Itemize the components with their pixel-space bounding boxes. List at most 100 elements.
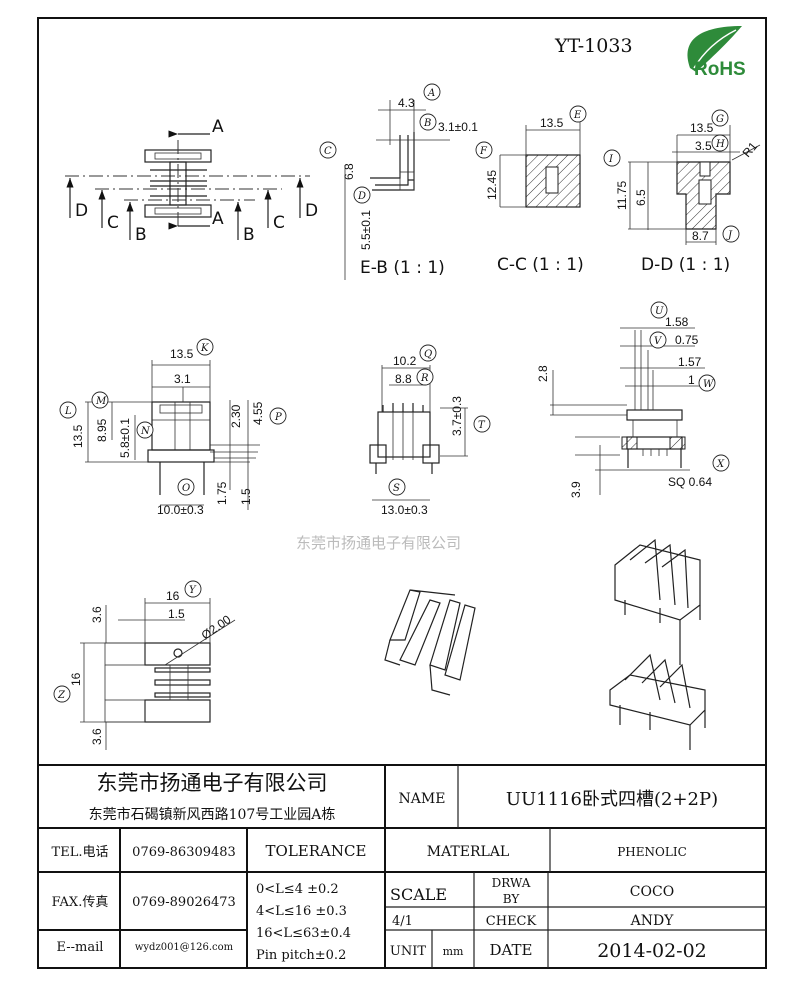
callout-a: A bbox=[427, 88, 435, 99]
section-label-d: D bbox=[305, 201, 318, 221]
section-label-a: A bbox=[212, 117, 224, 137]
callout-k: K bbox=[200, 343, 209, 354]
name-label: NAME bbox=[399, 791, 446, 807]
callout-r: R bbox=[420, 373, 429, 384]
callout-m: M bbox=[95, 396, 107, 407]
dim-front-1.5: 1.5 bbox=[239, 488, 253, 505]
callout-c: C bbox=[324, 146, 332, 157]
section-eb-view: 4.3 3.1±0.1 6.8 5.5±0.1 A B C D E-B (1 :… bbox=[319, 83, 478, 280]
callout-f: F bbox=[479, 146, 488, 157]
dim-dd-6.5: 6.5 bbox=[634, 189, 648, 206]
tel-label: TEL.电话 bbox=[52, 845, 109, 860]
section-label-d: D bbox=[75, 201, 88, 221]
view-title-dd: D-D (1 : 1) bbox=[641, 255, 730, 275]
dim-right-1.57: 1.57 bbox=[678, 355, 702, 369]
callout-z: Z bbox=[57, 690, 66, 701]
callout-s: S bbox=[393, 483, 400, 494]
dim-side-10.2: 10.2 bbox=[393, 354, 417, 368]
tolerance-row: 16<L≤63±0.4 bbox=[256, 926, 351, 941]
material-value: PHENOLIC bbox=[617, 845, 687, 859]
tolerance-row: 4<L≤16 ±0.3 bbox=[256, 904, 347, 919]
fax-label: FAX.传真 bbox=[52, 895, 109, 910]
email-label: E--mail bbox=[57, 940, 104, 955]
part-name: UU1116卧式四槽(2+2P) bbox=[506, 789, 718, 810]
callout-t: T bbox=[478, 420, 486, 431]
callout-d: D bbox=[357, 191, 366, 202]
section-label-c: C bbox=[107, 213, 119, 233]
dim-right-3.9: 3.9 bbox=[569, 481, 583, 498]
date-value: 2014-02-02 bbox=[597, 940, 707, 962]
dim-front-13.5: 13.5 bbox=[170, 347, 194, 361]
dim-front-5.8: 5.8±0.1 bbox=[118, 418, 132, 458]
watermark: 东莞市扬通电子有限公司 bbox=[296, 534, 461, 552]
section-label-b: B bbox=[243, 225, 255, 245]
callout-h: H bbox=[715, 139, 725, 150]
dim-front-13.5-height: 13.5 bbox=[71, 424, 85, 448]
callout-y: Y bbox=[189, 585, 197, 596]
dim-top-3.6-upper: 3.6 bbox=[90, 606, 104, 623]
dim-dd-8.7: 8.7 bbox=[692, 229, 709, 243]
view-title-cc: C-C (1 : 1) bbox=[497, 255, 584, 275]
dim-side-8.8: 8.8 bbox=[395, 372, 412, 386]
callout-w: W bbox=[703, 379, 714, 390]
dim-dd-r1: R1 bbox=[740, 139, 761, 160]
dim-right-sq: SQ 0.64 bbox=[668, 475, 712, 489]
dim-front-2.30: 2.30 bbox=[229, 404, 243, 428]
dim-front-10.0: 10.0±0.3 bbox=[157, 503, 204, 517]
callout-l: L bbox=[64, 406, 72, 417]
dim-right-1.58: 1.58 bbox=[665, 315, 689, 329]
section-overview-view: A A D D C C B B bbox=[65, 117, 318, 245]
callout-x: X bbox=[716, 459, 725, 470]
callout-p: P bbox=[274, 412, 282, 423]
date-label: DATE bbox=[490, 941, 533, 959]
view-title-eb: E-B (1 : 1) bbox=[360, 258, 445, 278]
isometric-view-1 bbox=[384, 589, 476, 696]
email-value: wydz001@126.com bbox=[135, 942, 234, 953]
fax-value: 0769-89026473 bbox=[132, 895, 236, 910]
dim-dd-11.75: 11.75 bbox=[615, 181, 629, 210]
side-view: 10.2 8.8 3.7±0.3 13.0±0.3 Q R T S bbox=[369, 344, 491, 517]
material-label: MATERLAL bbox=[427, 844, 509, 860]
callout-o: O bbox=[182, 483, 190, 494]
callout-n: N bbox=[140, 426, 151, 437]
callout-u: U bbox=[655, 306, 664, 317]
part-number: YT-1033 bbox=[554, 35, 633, 57]
callout-g: G bbox=[716, 114, 724, 125]
section-dd-view: 13.5 3.5 R1 11.75 6.5 8.7 G H I J D-D (1… bbox=[603, 109, 761, 275]
drawing-frame bbox=[37, 17, 767, 969]
company-name: 东莞市扬通电子有限公司 bbox=[97, 771, 328, 795]
dim-cc-12.45: 12.45 bbox=[485, 170, 499, 200]
top-view: 16 1.5 Ø2.00 3.6 16 3.6 Y Z bbox=[53, 580, 236, 750]
scale-label: SCALE bbox=[390, 885, 447, 904]
drawn-label-by: BY bbox=[503, 892, 521, 906]
dim-top-16: 16 bbox=[166, 589, 180, 603]
callout-q: Q bbox=[424, 349, 432, 360]
check-label: CHECK bbox=[486, 914, 537, 929]
dim-side-13.0: 13.0±0.3 bbox=[381, 503, 428, 517]
section-label-b: B bbox=[135, 225, 147, 245]
dim-top-diameter: Ø2.00 bbox=[199, 612, 234, 642]
front-view: 13.5 3.1 13.5 8.95 5.8±0.1 2.30 4.55 1.7… bbox=[59, 338, 287, 517]
dim-top-1.5: 1.5 bbox=[168, 607, 185, 621]
check-value: ANDY bbox=[630, 913, 675, 929]
tolerance-row: Pin pitch±0.2 bbox=[256, 948, 346, 963]
tolerance-row: 0<L≤4 ±0.2 bbox=[256, 882, 339, 897]
section-cc-view: 13.5 12.45 E F C-C (1 : 1) bbox=[475, 105, 587, 275]
title-block: 东莞市扬通电子有限公司 东莞市石碣镇新风西路107号工业园A栋 NAME UU1… bbox=[38, 764, 766, 968]
callout-e: E bbox=[573, 110, 582, 121]
unit-value: mm bbox=[443, 945, 464, 958]
right-view: 1.58 0.75 1.57 1 2.8 3.9 SQ 0.64 U V W X bbox=[536, 301, 730, 498]
section-label-c: C bbox=[273, 213, 285, 233]
drawn-label: DRWA bbox=[492, 876, 531, 890]
drawn-value: COCO bbox=[630, 884, 674, 900]
dim-right-0.75: 0.75 bbox=[675, 333, 699, 347]
scale-value: 4/1 bbox=[392, 914, 413, 929]
dim-right-2.8: 2.8 bbox=[536, 365, 550, 382]
unit-label: UNIT bbox=[390, 944, 426, 959]
tel-value: 0769-86309483 bbox=[132, 845, 236, 860]
dim-cc-13.5: 13.5 bbox=[540, 116, 564, 130]
dim-top-16-height: 16 bbox=[69, 672, 83, 686]
dim-right-1: 1 bbox=[688, 373, 695, 387]
callout-i: I bbox=[608, 154, 614, 165]
